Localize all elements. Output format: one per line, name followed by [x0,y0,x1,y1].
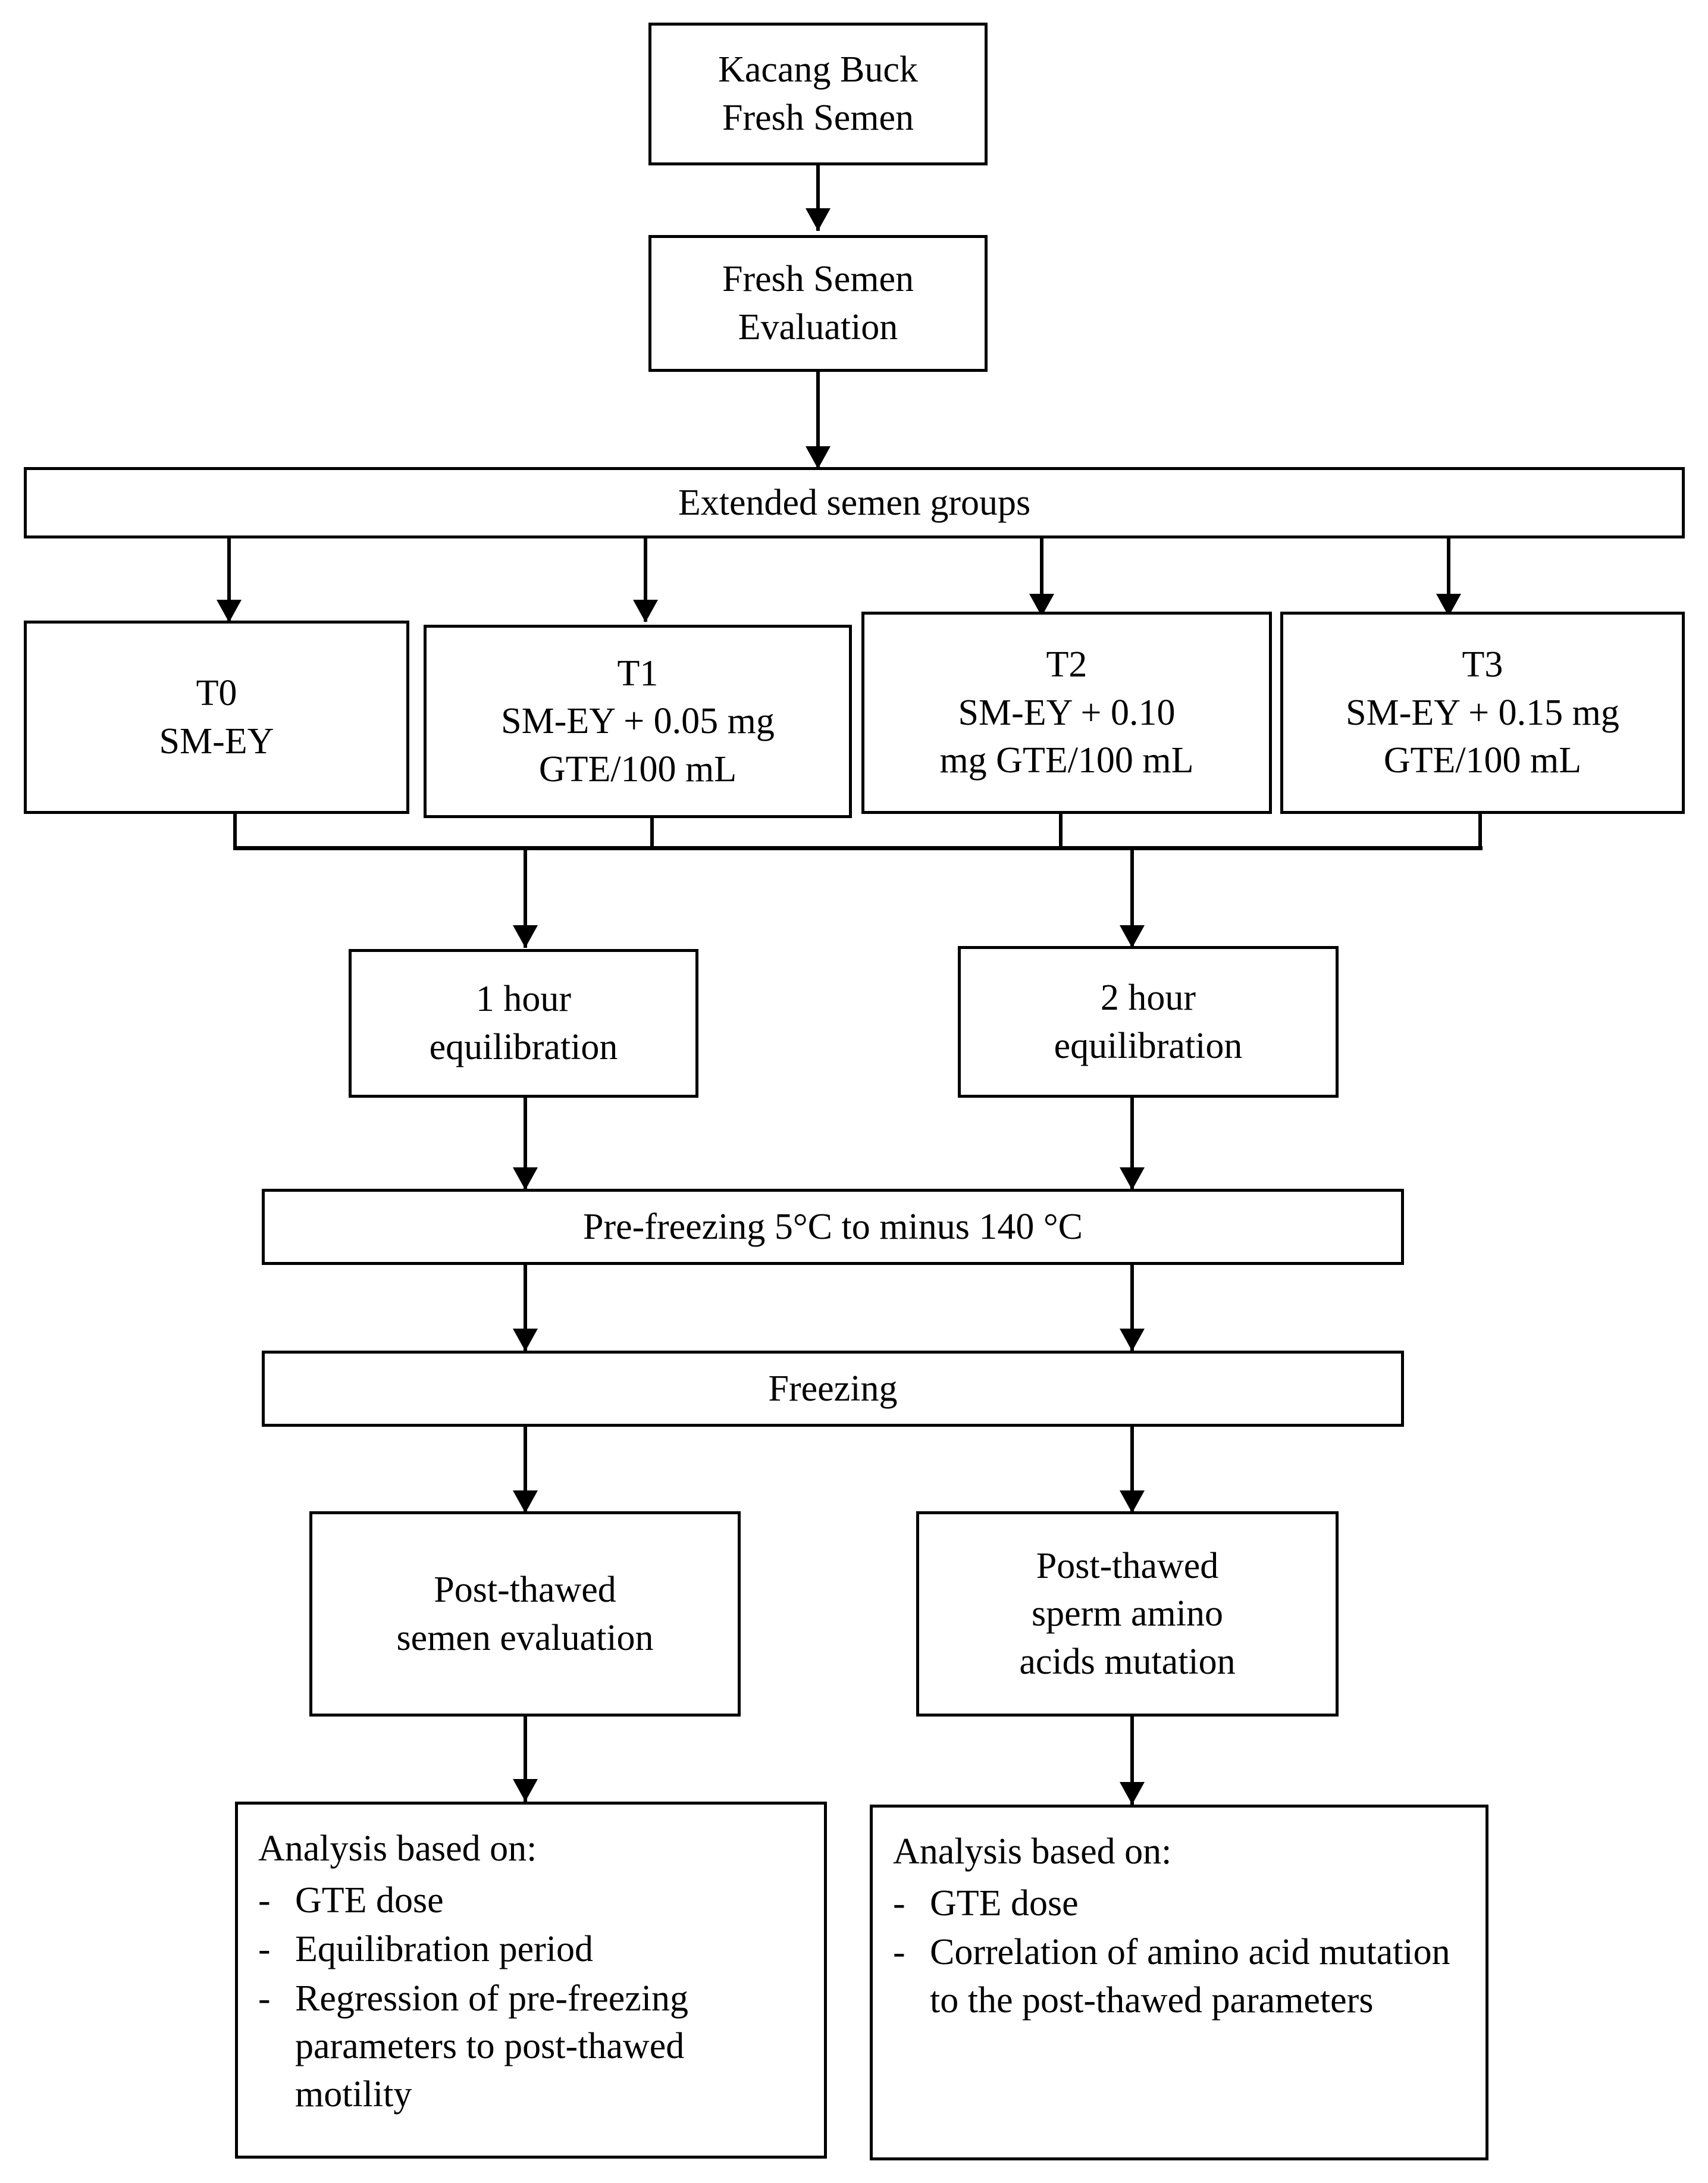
arrowhead-extended-to-t1 [633,600,658,622]
node-freezing: Freezing [262,1351,1404,1427]
connector-evaluation-to-extended [816,372,820,467]
connector-extended-to-t2 [1040,538,1043,616]
node-analysis-right: Analysis based on: - GTE dose - Correlat… [870,1805,1488,2160]
arrowhead-freezing-to-post-thawed-semen [513,1490,538,1513]
connector-extended-to-t3 [1447,538,1450,616]
list-item-label: Correlation of amino acid mutation to th… [930,1932,1450,2021]
analysis-right-list: - GTE dose - Correlation of amino acid m… [893,1880,1470,2025]
connector-fresh-to-evaluation [816,165,820,231]
arrowhead-post-thawed-semen-to-analysis [513,1779,538,1802]
node-fresh-semen: Kacang Buck Fresh Semen [648,23,988,165]
list-item: - Regression of pre-freezing parameters … [258,1975,808,2119]
connector-freezing-to-post-thawed-amino [1130,1427,1134,1513]
arrowhead-equilibration-2h-to-prefreezing [1120,1167,1145,1190]
node-pre-freezing: Pre-freezing 5°C to minus 140 °C [262,1189,1404,1265]
connector-equilibration-1h-to-prefreezing [524,1098,527,1190]
merge-stem-t3 [1478,814,1482,850]
connector-freezing-to-post-thawed-semen [524,1427,527,1513]
node-analysis-left: Analysis based on: - GTE dose - Equilibr… [235,1802,827,2159]
connector-equilibration-2h-to-prefreezing [1130,1098,1134,1190]
list-item-label: GTE dose [930,1883,1079,1924]
node-equilibration-2h: 2 hour equilibration [958,946,1339,1098]
analysis-right-title: Analysis based on: [893,1831,1172,1872]
node-treatment-t0: T0 SM-EY [24,621,409,814]
node-fresh-semen-evaluation: Fresh Semen Evaluation [648,235,988,372]
node-post-thawed-amino-acids: Post-thawed sperm amino acids mutation [916,1511,1339,1717]
list-item: - GTE dose [893,1880,1470,1928]
arrowhead-fresh-to-evaluation [806,208,831,231]
bullet-dash: - [893,1883,905,1924]
list-item-label: Equilibration period [295,1929,594,1970]
node-equilibration-1h: 1 hour equilibration [349,949,698,1098]
list-item: - Equilibration period [258,1925,808,1974]
arrowhead-freezing-to-post-thawed-amino [1120,1490,1145,1513]
node-treatment-t2: T2 SM-EY + 0.10 mg GTE/100 mL [861,612,1272,814]
arrowhead-merge-to-equilibration-2h [1120,925,1145,948]
connector-extended-to-t1 [644,538,647,622]
connector-post-thawed-semen-to-analysis [524,1717,527,1803]
analysis-left-list: - GTE dose - Equilibration period - Regr… [258,1877,808,2119]
arrowhead-extended-to-t0 [217,600,242,622]
merge-stem-t2 [1059,814,1063,850]
arrowhead-post-thawed-amino-to-analysis [1120,1782,1145,1805]
bullet-dash: - [893,1932,905,1973]
connector-prefreezing-to-freezing-right [1130,1265,1134,1351]
list-item: - Correlation of amino acid mutation to … [893,1928,1470,2024]
arrowhead-equilibration-1h-to-prefreezing [513,1167,538,1190]
analysis-left-title: Analysis based on: [258,1828,537,1869]
bullet-dash: - [258,1880,271,1921]
arrowhead-merge-to-equilibration-1h [513,925,538,948]
list-item: - GTE dose [258,1877,808,1925]
bullet-dash: - [258,1978,271,2019]
connector-post-thawed-amino-to-analysis [1130,1717,1134,1806]
node-treatment-t3: T3 SM-EY + 0.15 mg GTE/100 mL [1280,612,1685,814]
list-item-label: GTE dose [295,1880,444,1921]
list-item-label: Regression of pre-freezing parameters to… [295,1978,689,2115]
node-treatment-t1: T1 SM-EY + 0.05 mg GTE/100 mL [424,625,852,818]
arrowhead-evaluation-to-extended [806,446,831,469]
connector-merge-to-equilibration-2h [1130,850,1134,948]
merge-stem-t1 [650,818,654,850]
arrowhead-prefreezing-to-freezing-left [513,1329,538,1351]
node-post-thawed-semen-evaluation: Post-thawed semen evaluation [309,1511,741,1717]
bullet-dash: - [258,1929,271,1970]
merge-stem-t0 [233,814,237,850]
node-extended-semen-groups: Extended semen groups [24,467,1685,538]
merge-bus-bar [233,846,1483,850]
connector-extended-to-t0 [227,538,231,622]
connector-prefreezing-to-freezing-left [524,1265,527,1351]
arrowhead-prefreezing-to-freezing-right [1120,1329,1145,1351]
connector-merge-to-equilibration-1h [524,850,527,948]
